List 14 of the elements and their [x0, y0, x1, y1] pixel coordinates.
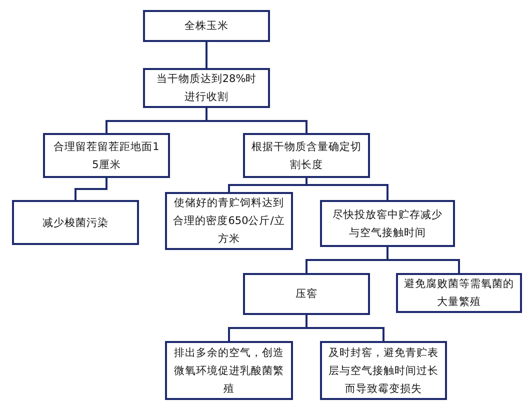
process-box: 使储好的青贮饲料达到合理的密度650公斤/立方米: [165, 192, 293, 250]
connector-line: [206, 42, 208, 68]
process-box: 压窖: [243, 273, 370, 315]
process-box: 减少梭菌污染: [12, 200, 139, 245]
process-box: 排出多余的空气，创造微氧环境促进乳酸菌繁殖: [165, 341, 293, 400]
process-box: 及时封窖，避免青贮表层与空气接触时间过长而导致霉变损失: [320, 341, 447, 400]
process-box: 尽快投放窖中贮存减少与空气接触时间: [320, 200, 455, 247]
process-box: 合理留茬留茬距地面15厘米: [43, 133, 170, 178]
process-box: 当干物质达到28%时进行收割: [143, 68, 270, 108]
connector-line: [386, 247, 460, 273]
connector-line: [74, 178, 108, 200]
process-box: 根据干物质含量确定切割长度: [243, 133, 370, 178]
process-box: 避免腐败菌等需氧菌的大量繁殖: [396, 273, 522, 313]
process-box: 全株玉米: [143, 10, 270, 42]
